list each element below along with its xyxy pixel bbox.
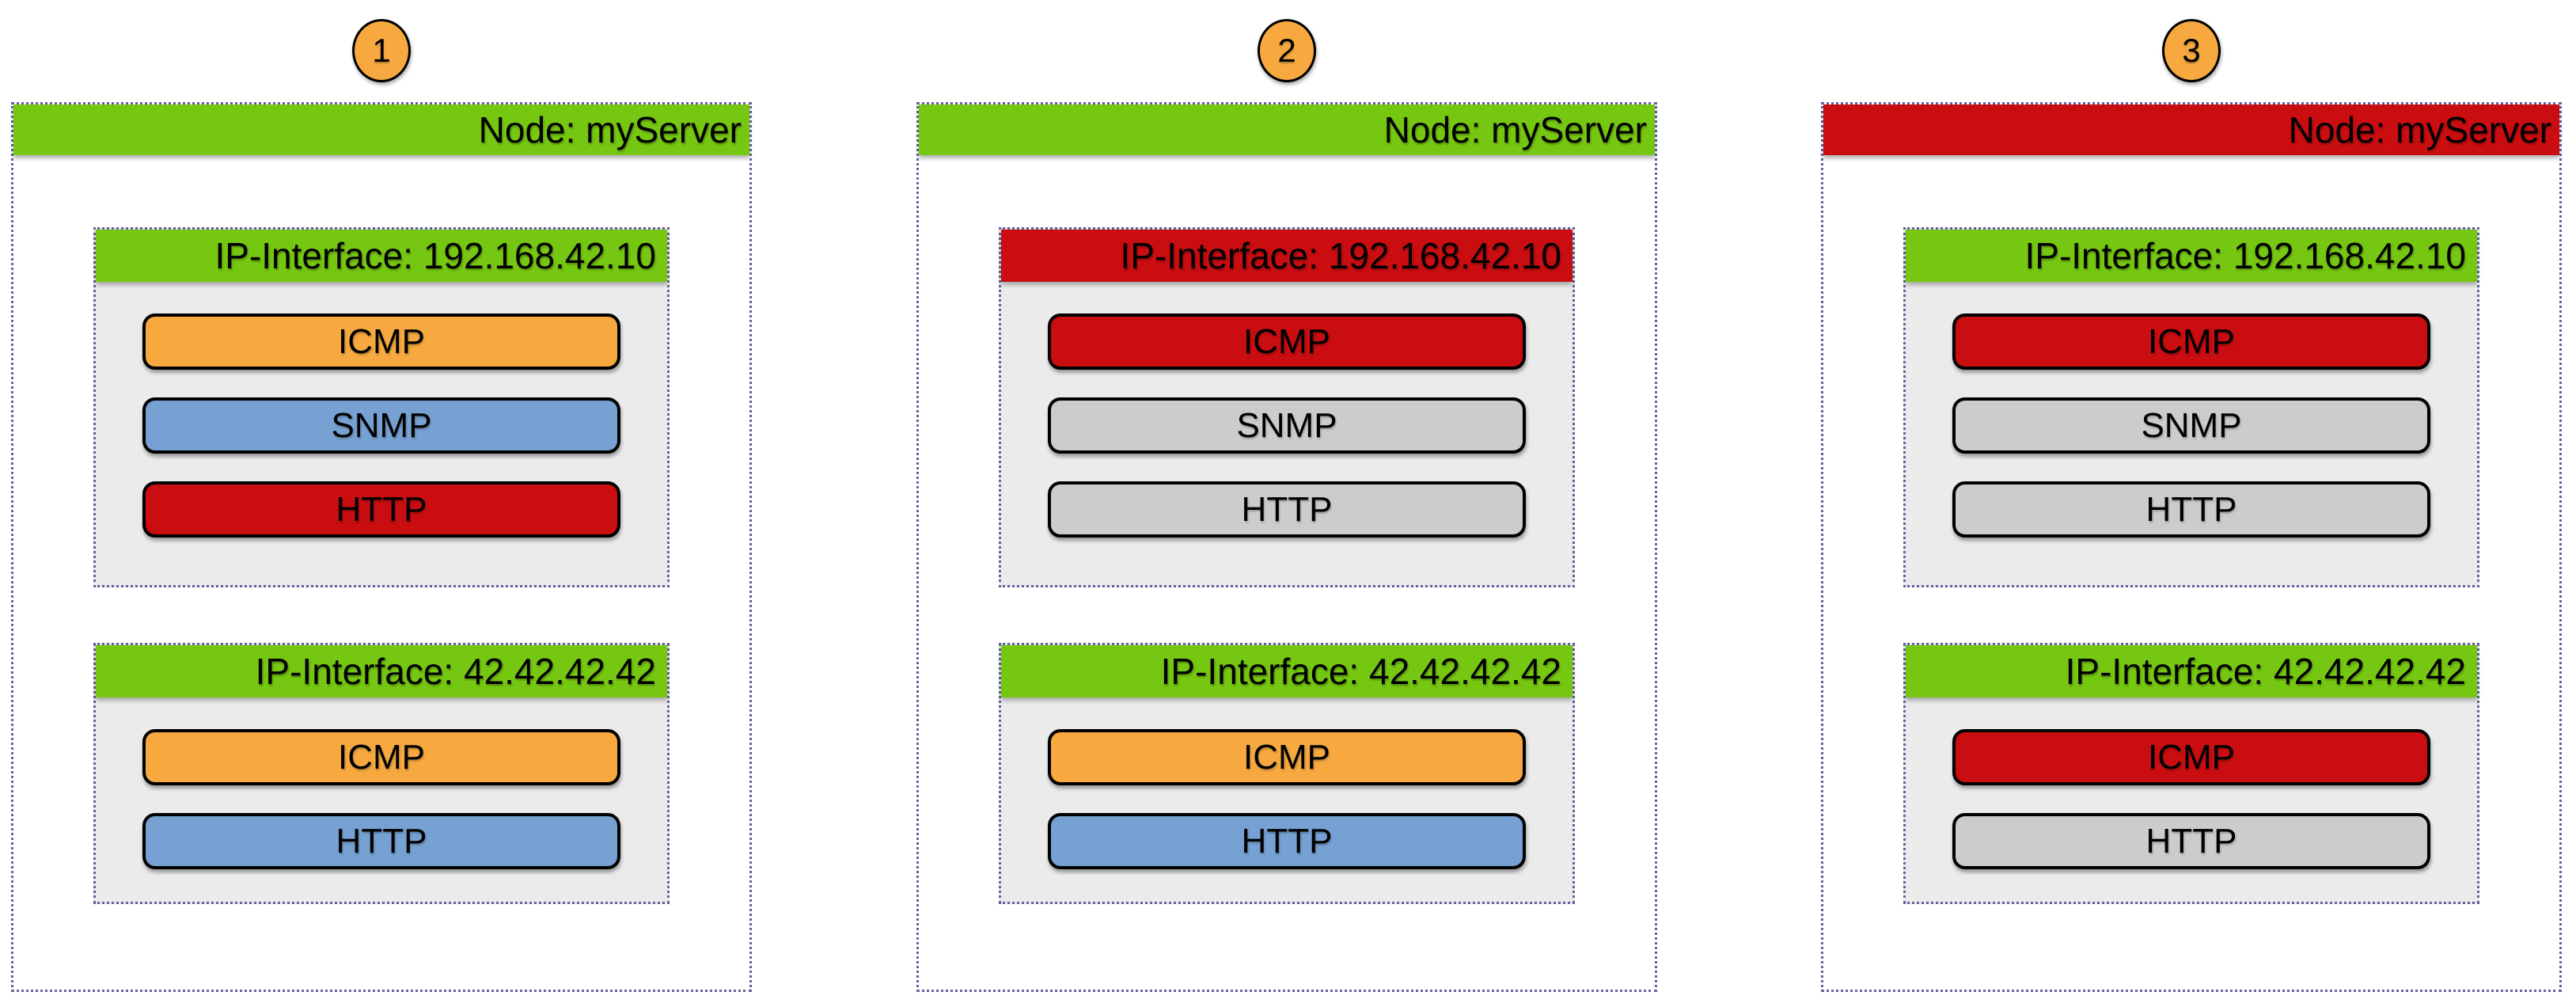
service-pill-http: HTTP: [1952, 481, 2430, 538]
interface-box: IP-Interface: 42.42.42.42 ICMP HTTP: [999, 643, 1575, 904]
service-pill-snmp: SNMP: [1048, 397, 1526, 454]
service-list: ICMP HTTP: [96, 697, 667, 869]
step-panel-3: 3 Node: myServer IP-Interface: 192.168.4…: [1821, 0, 2562, 1007]
service-pill-http: HTTP: [1952, 813, 2430, 869]
service-list: ICMP HTTP: [1001, 697, 1573, 869]
service-pill-snmp: SNMP: [1952, 397, 2430, 454]
interface-header: IP-Interface: 192.168.42.10: [96, 230, 667, 282]
service-pill-icmp: ICMP: [142, 314, 620, 370]
interface-header: IP-Interface: 192.168.42.10: [1906, 230, 2477, 282]
interface-header: IP-Interface: 192.168.42.10: [1001, 230, 1573, 282]
interface-box: IP-Interface: 192.168.42.10 ICMP SNMP HT…: [1903, 227, 2479, 587]
step-badge: 1: [352, 19, 411, 82]
step-panel-1: 1 Node: myServer IP-Interface: 192.168.4…: [11, 0, 752, 1007]
interface-box: IP-Interface: 42.42.42.42 ICMP HTTP: [93, 643, 670, 904]
service-list: ICMP SNMP HTTP: [1001, 282, 1573, 538]
node-header: Node: myServer: [1823, 104, 2559, 155]
service-pill-snmp: SNMP: [142, 397, 620, 454]
node-box: Node: myServer IP-Interface: 192.168.42.…: [11, 102, 752, 992]
service-list: ICMP SNMP HTTP: [1906, 282, 2477, 538]
service-pill-icmp: ICMP: [1048, 314, 1526, 370]
service-pill-icmp: ICMP: [142, 729, 620, 785]
node-box: Node: myServer IP-Interface: 192.168.42.…: [1821, 102, 2562, 992]
service-pill-http: HTTP: [1048, 813, 1526, 869]
interface-header: IP-Interface: 42.42.42.42: [1906, 645, 2477, 697]
interface-header: IP-Interface: 42.42.42.42: [96, 645, 667, 697]
interface-header: IP-Interface: 42.42.42.42: [1001, 645, 1573, 697]
service-list: ICMP SNMP HTTP: [96, 282, 667, 538]
service-pill-icmp: ICMP: [1952, 729, 2430, 785]
node-box: Node: myServer IP-Interface: 192.168.42.…: [916, 102, 1657, 992]
interface-box: IP-Interface: 192.168.42.10 ICMP SNMP HT…: [999, 227, 1575, 587]
service-pill-http: HTTP: [142, 481, 620, 538]
interface-box: IP-Interface: 192.168.42.10 ICMP SNMP HT…: [93, 227, 670, 587]
node-header: Node: myServer: [13, 104, 749, 155]
service-pill-http: HTTP: [1048, 481, 1526, 538]
step-badge: 3: [2162, 19, 2221, 82]
node-header: Node: myServer: [919, 104, 1655, 155]
service-pill-icmp: ICMP: [1048, 729, 1526, 785]
step-badge: 2: [1258, 19, 1316, 82]
service-pill-icmp: ICMP: [1952, 314, 2430, 370]
service-list: ICMP HTTP: [1906, 697, 2477, 869]
interface-box: IP-Interface: 42.42.42.42 ICMP HTTP: [1903, 643, 2479, 904]
step-panel-2: 2 Node: myServer IP-Interface: 192.168.4…: [916, 0, 1657, 1007]
service-pill-http: HTTP: [142, 813, 620, 869]
